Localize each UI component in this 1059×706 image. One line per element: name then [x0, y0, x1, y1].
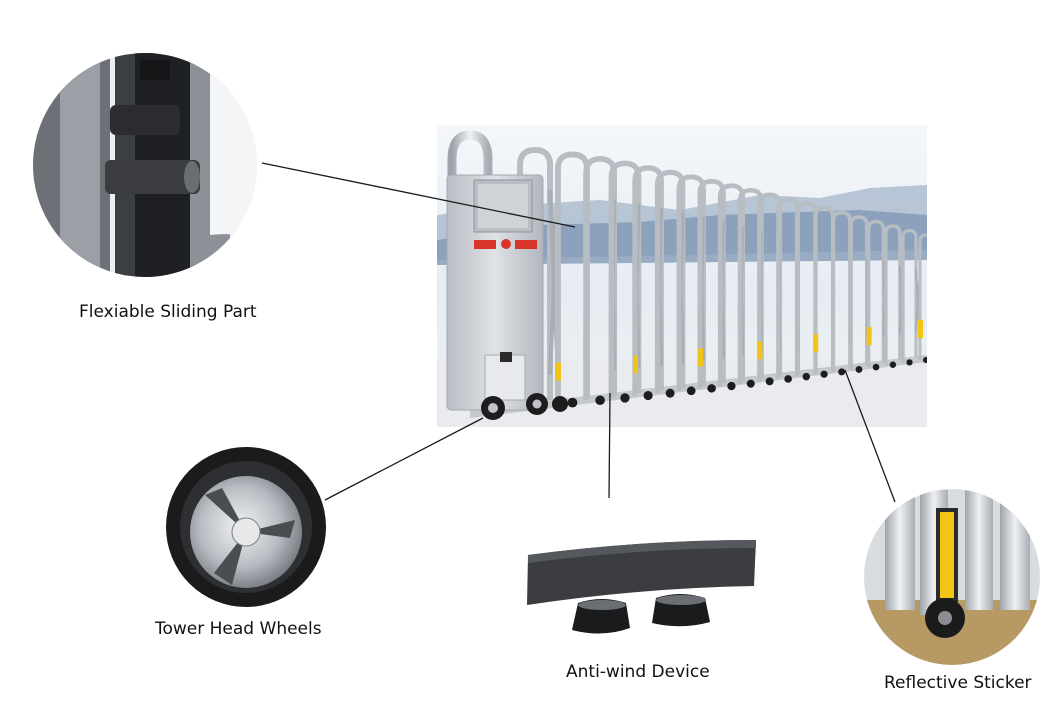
- caption-sliding-part: Flexiable Sliding Part: [79, 302, 257, 322]
- leader-line-anti-wind: [608, 392, 611, 499]
- sliding-part-detail: [33, 53, 257, 277]
- leader-line-sticker: [844, 369, 896, 503]
- gate-scissor-links: [517, 146, 927, 410]
- leader-line-wheels: [324, 417, 484, 501]
- wheel-detail: [164, 445, 328, 609]
- caption-tower-head-wheels: Tower Head Wheels: [154, 619, 322, 639]
- leader-lines: [261, 162, 896, 503]
- reflective-sticker-detail: [864, 489, 1040, 665]
- main-gate-photo: [437, 125, 927, 427]
- caption-reflective-sticker: Reflective Sticker: [884, 673, 1032, 693]
- caption-anti-wind-device: Anti-wind Device: [566, 662, 710, 682]
- anti-wind-device-image: [527, 540, 756, 634]
- gate-tower: [446, 130, 568, 420]
- leader-line-sliding: [261, 162, 576, 228]
